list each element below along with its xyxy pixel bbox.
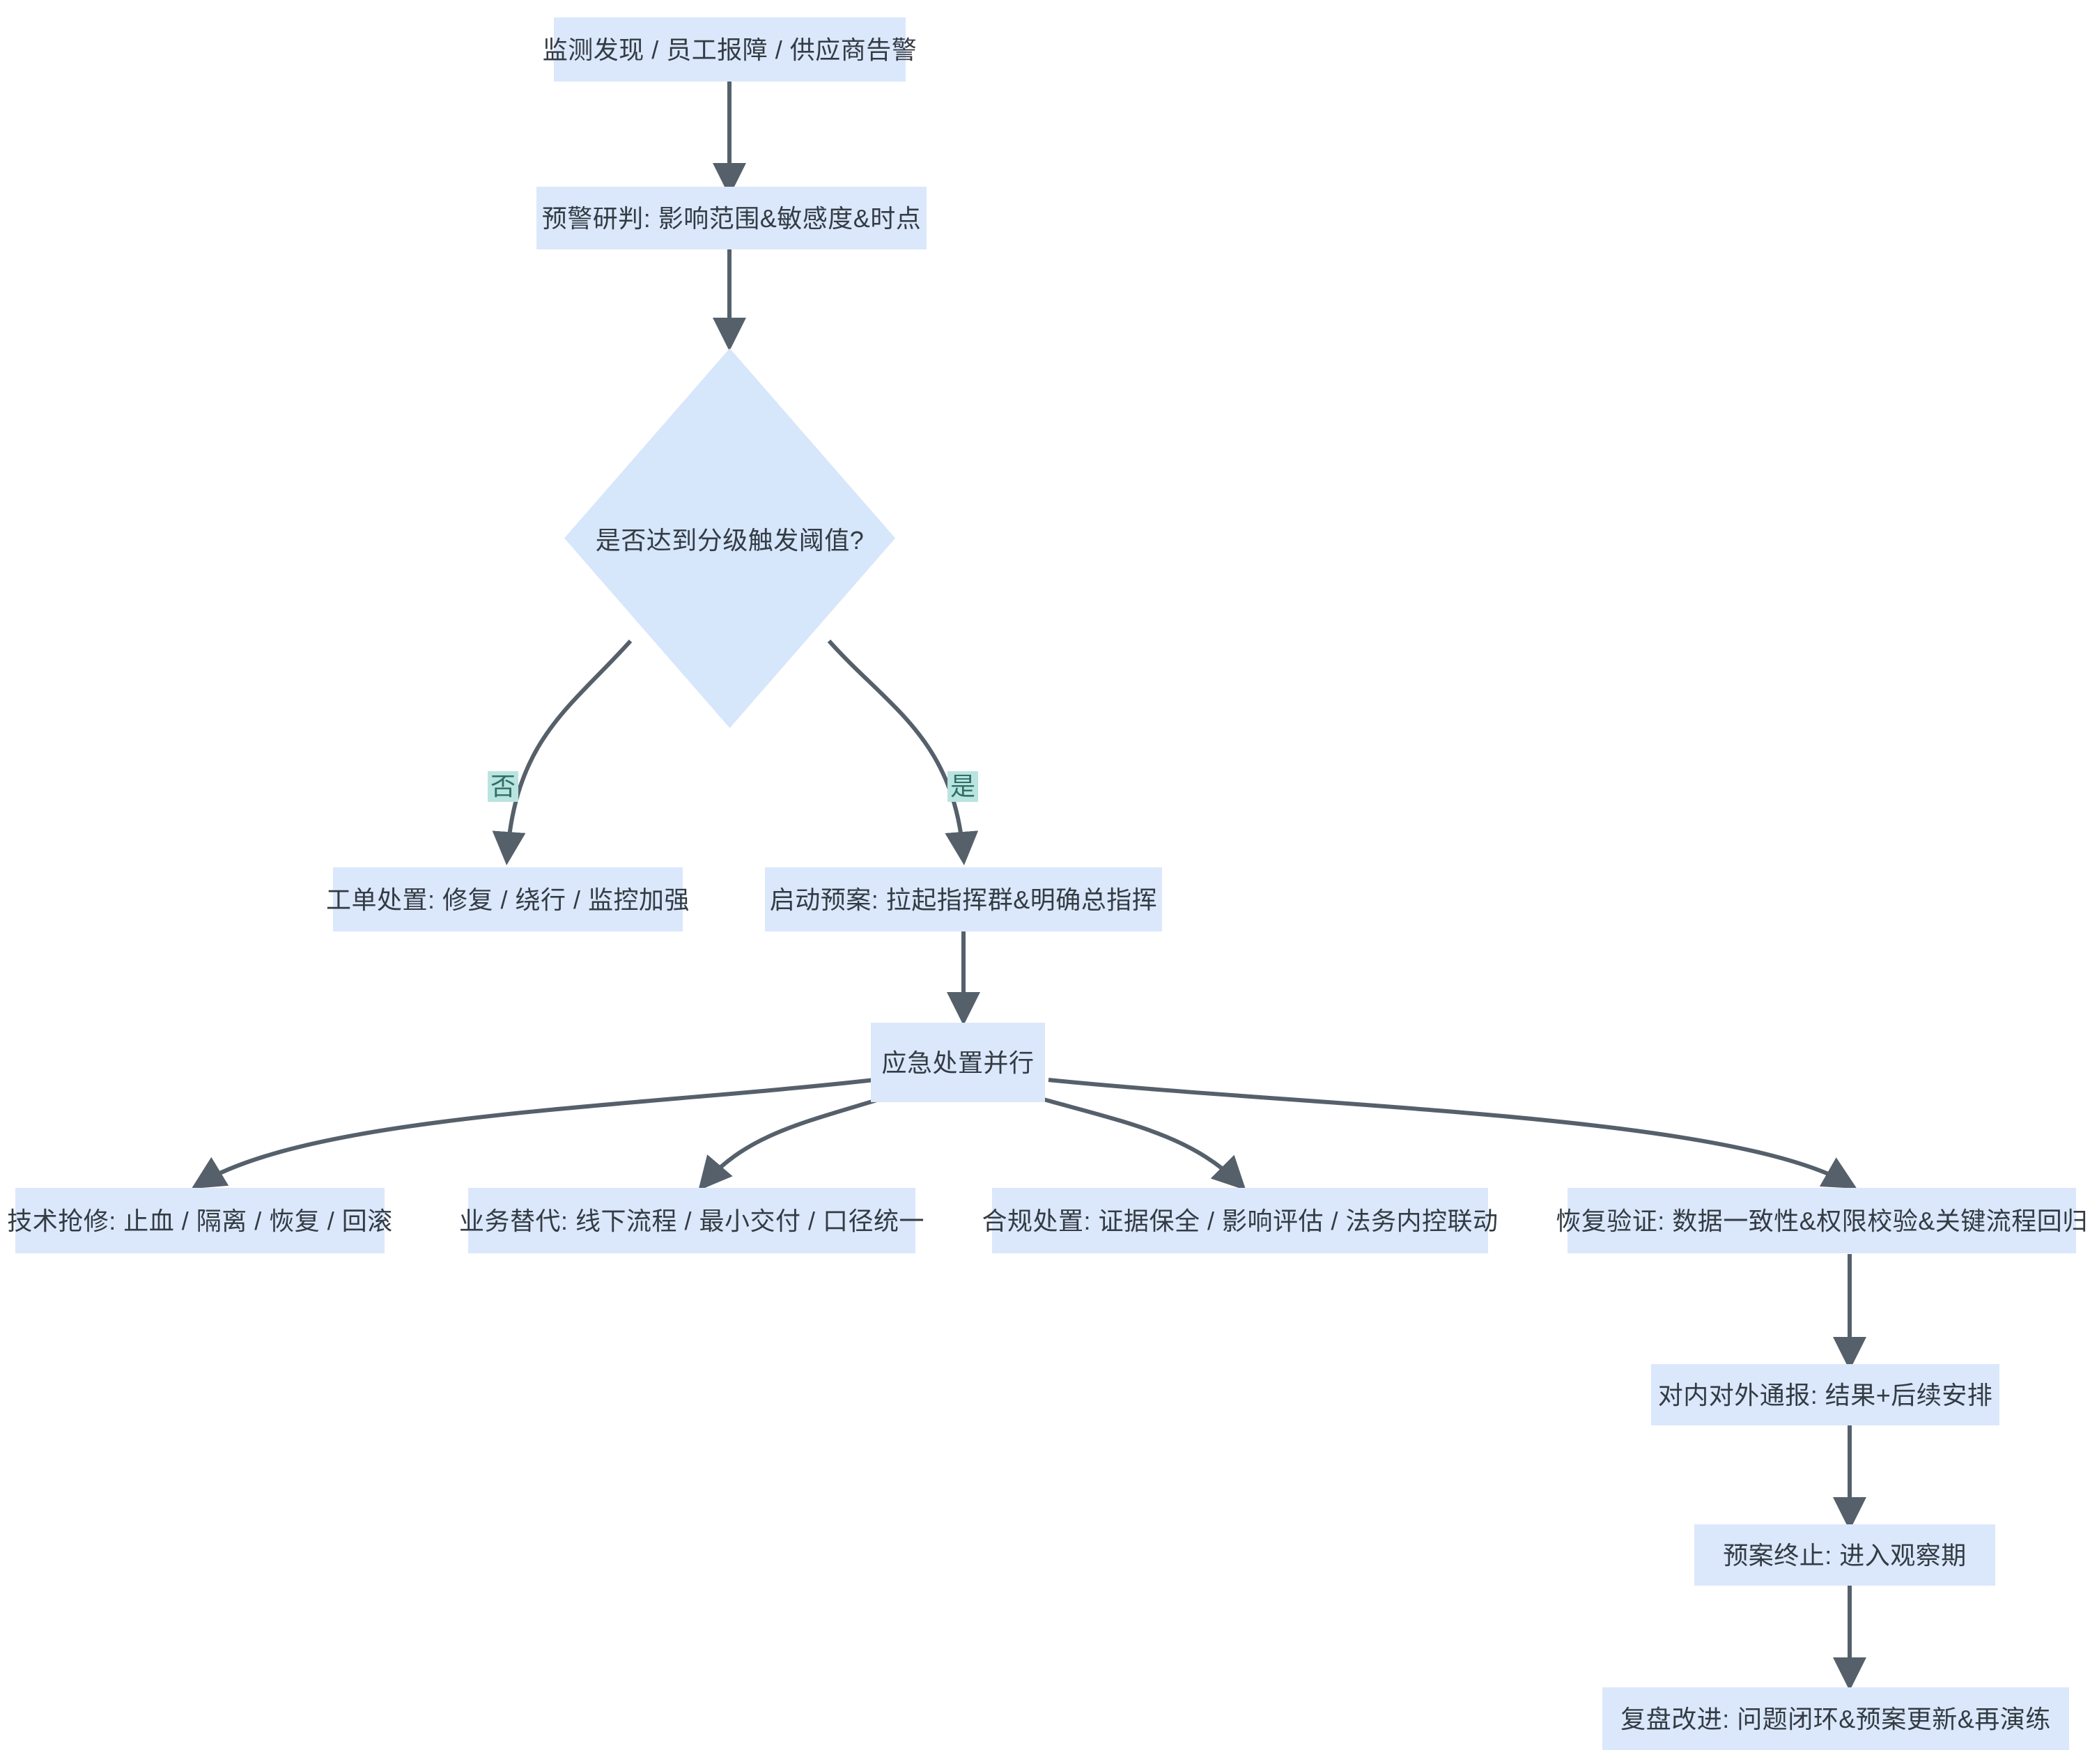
node-ticket-handling[interactable]: 工单处置: 修复 / 绕行 / 监控加强 [326, 867, 690, 931]
edge-n6-n9 [1043, 1097, 1246, 1191]
node-label: 预案终止: 进入观察期 [1723, 1540, 1967, 1570]
edge-label-no: 否 [488, 771, 519, 802]
node-label: 工单处置: 修复 / 绕行 / 监控加强 [325, 885, 690, 914]
node-label: 技术抢修: 止血 / 隔离 / 恢复 / 回滚 [7, 1206, 393, 1235]
node-label: 恢复验证: 数据一致性&权限校验&关键流程回归 [1556, 1206, 2088, 1235]
node-label: 监测发现 / 员工报障 / 供应商告警 [542, 35, 918, 64]
node-label: 启动预案: 拉起指挥群&明确总指挥 [769, 885, 1158, 914]
node-internal-external-notification[interactable]: 对内对外通报: 结果+后续安排 [1651, 1364, 1999, 1425]
node-review-improvement[interactable]: 复盘改进: 问题闭环&预案更新&再演练 [1602, 1687, 2069, 1750]
node-label: 应急处置并行 [881, 1048, 1035, 1077]
node-parallel-emergency-handling[interactable]: 应急处置并行 [871, 1023, 1045, 1102]
node-technical-repair[interactable]: 技术抢修: 止血 / 隔离 / 恢复 / 回滚 [7, 1188, 392, 1253]
node-activate-plan[interactable]: 启动预案: 拉起指挥群&明确总指挥 [765, 867, 1162, 931]
edge-label-yes: 是 [947, 771, 979, 802]
node-early-warning-assessment[interactable]: 预警研判: 影响范围&敏感度&时点 [536, 187, 927, 249]
node-label: 业务替代: 线下流程 / 最小交付 / 口径统一 [458, 1206, 925, 1235]
node-business-substitution[interactable]: 业务替代: 线下流程 / 最小交付 / 口径统一 [459, 1188, 924, 1253]
node-label: 复盘改进: 问题闭环&预案更新&再演练 [1620, 1704, 2051, 1733]
node-detection-report-alarm[interactable]: 监测发现 / 员工报障 / 供应商告警 [543, 17, 917, 82]
node-threshold-decision[interactable]: 是否达到分级触发阈值? [564, 348, 895, 728]
node-recovery-verification[interactable]: 恢复验证: 数据一致性&权限校验&关键流程回归 [1556, 1188, 2087, 1253]
node-label: 预警研判: 影响范围&敏感度&时点 [541, 203, 922, 233]
node-plan-termination[interactable]: 预案终止: 进入观察期 [1694, 1524, 1995, 1586]
edge-n6-n8 [698, 1097, 880, 1191]
node-label: 对内对外通报: 结果+后续安排 [1657, 1380, 1993, 1409]
node-label: 合规处置: 证据保全 / 影响评估 / 法务内控联动 [982, 1206, 1499, 1235]
node-label: 是否达到分级触发阈值? [595, 525, 865, 555]
edge-n6-n7 [191, 1078, 875, 1189]
node-compliance-handling[interactable]: 合规处置: 证据保全 / 影响评估 / 法务内控联动 [982, 1188, 1498, 1253]
edge-n6-n10 [1048, 1078, 1857, 1189]
